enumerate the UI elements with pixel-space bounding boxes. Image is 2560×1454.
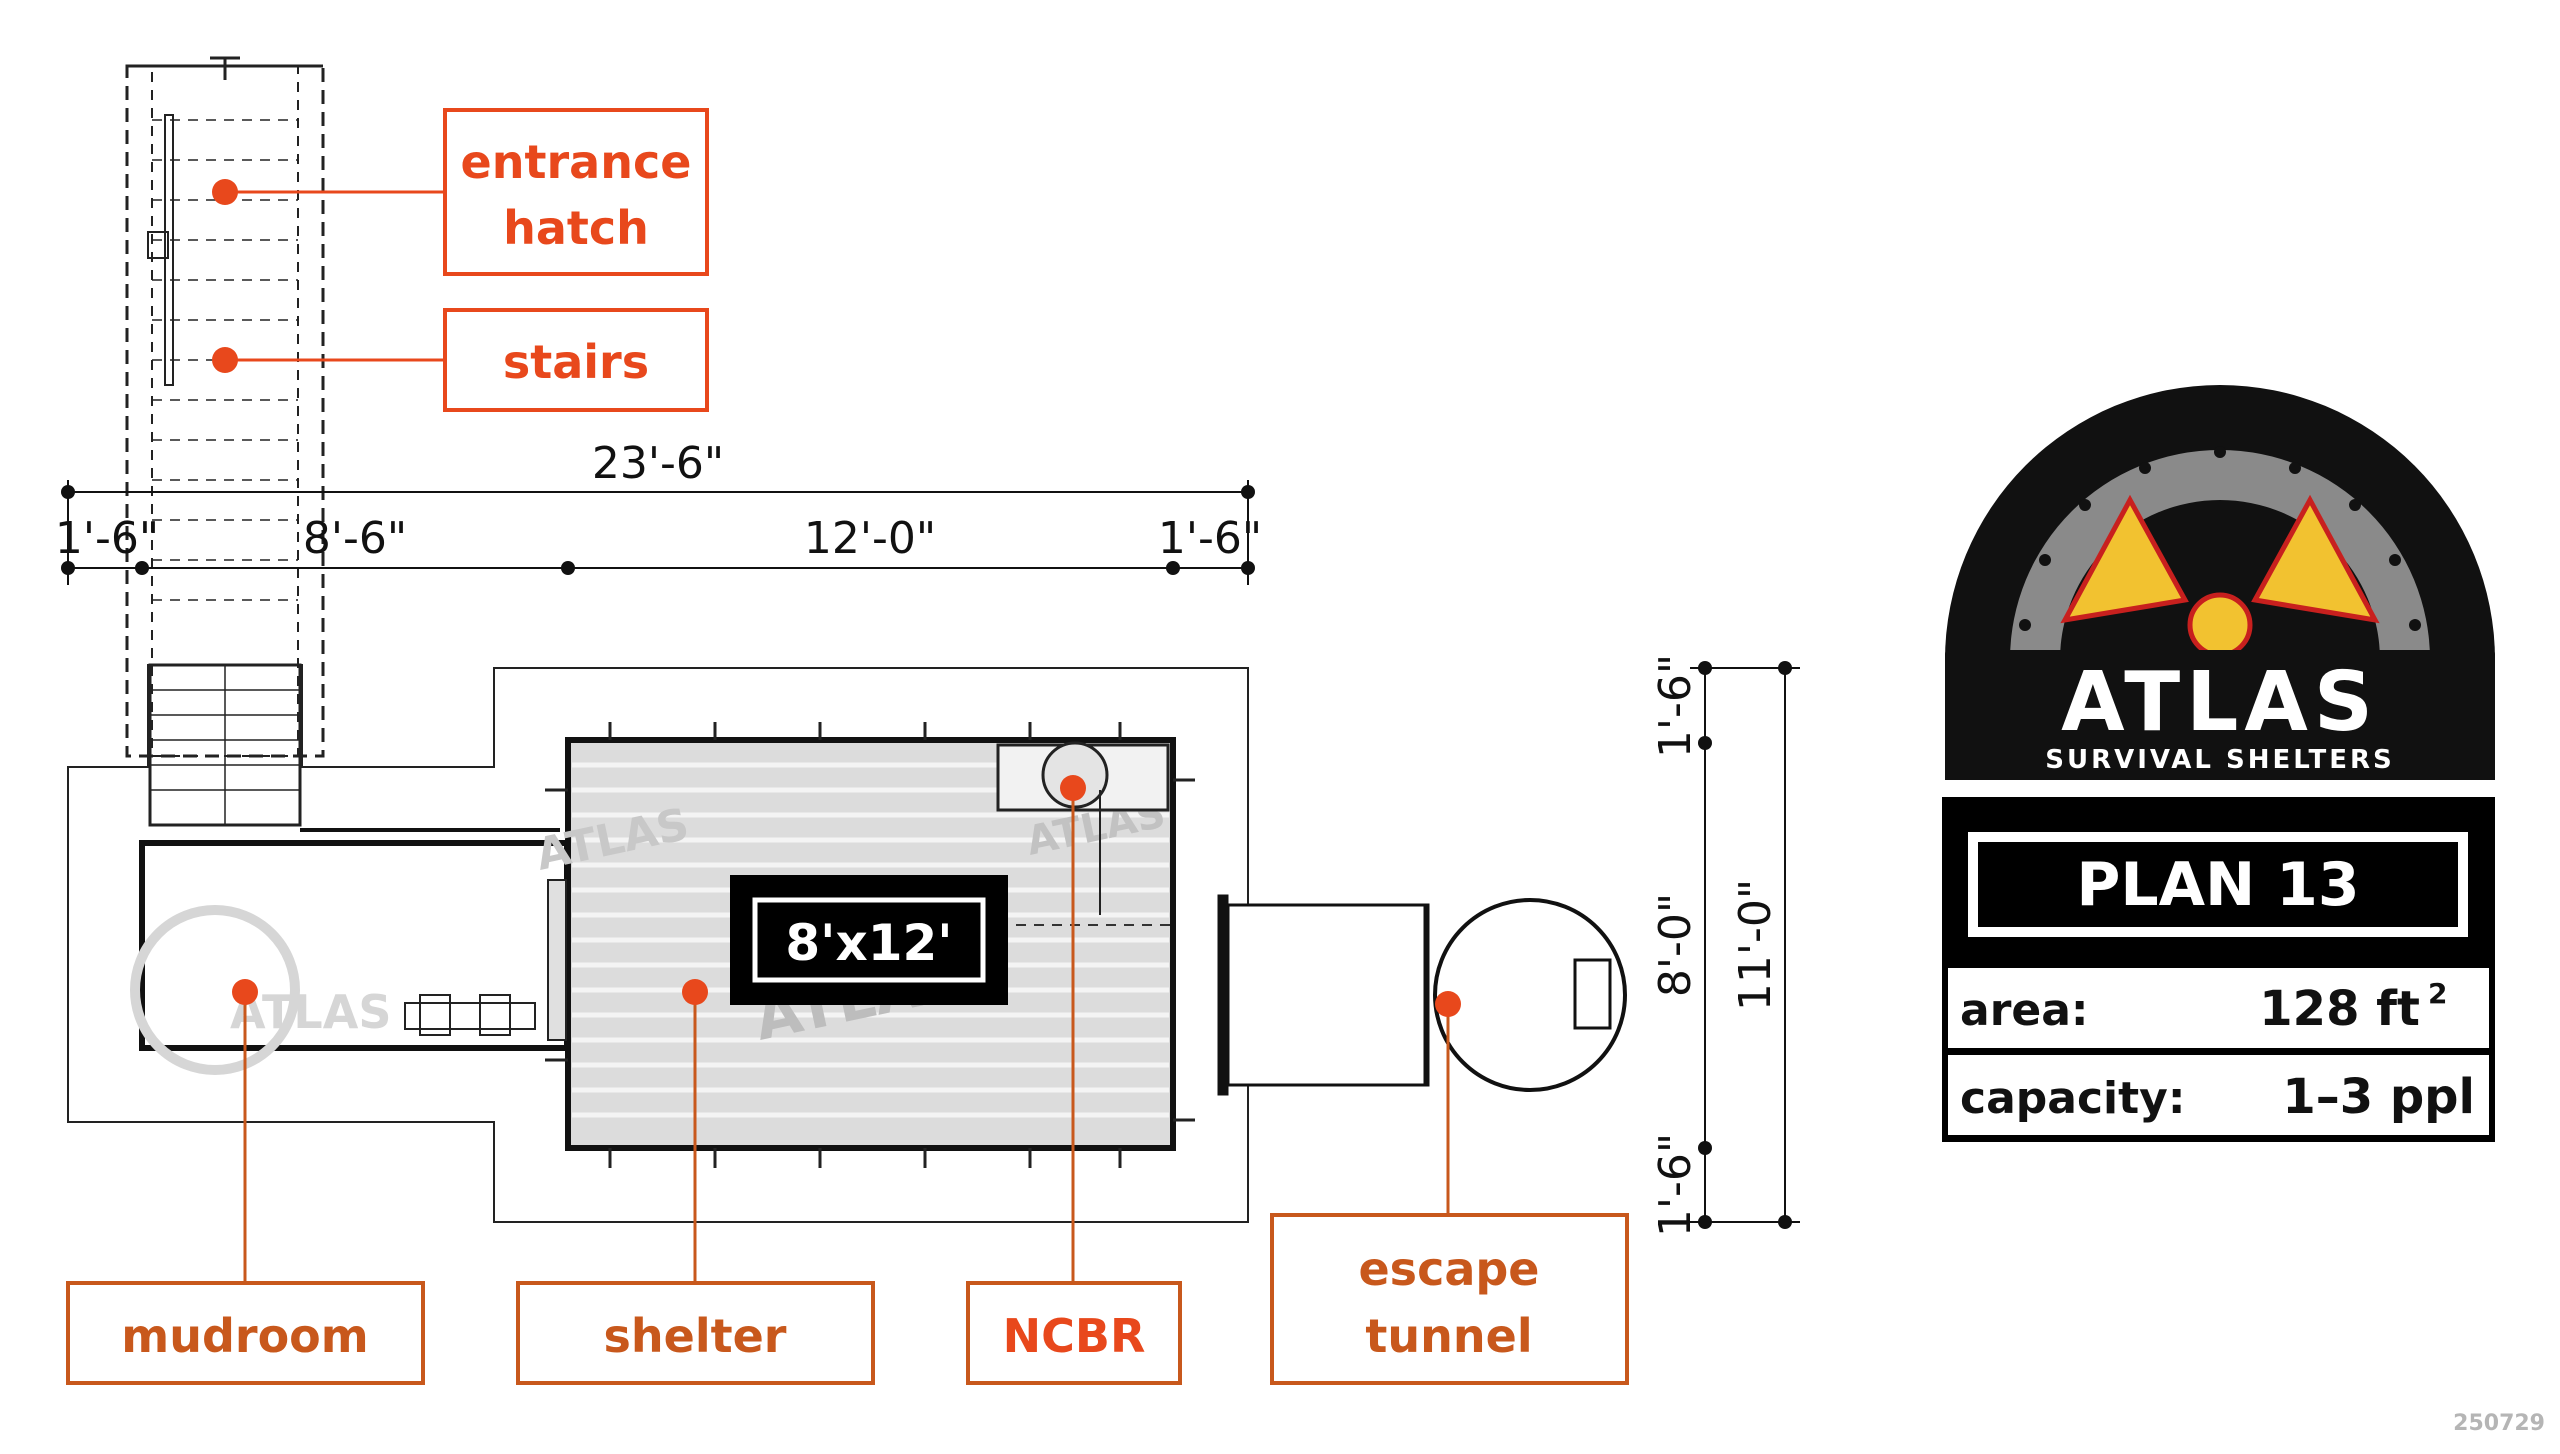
stairwell [125,56,325,827]
label-stairs: stairs [443,308,709,412]
dim-seg-1: 1'-6" [55,513,159,564]
vertical-dimensions [1690,661,1800,1229]
dim-vert-total: 11'-0" [1730,879,1781,1011]
dim-vert-bottom: 1'-6" [1650,1133,1701,1237]
horizontal-dimensions [61,480,1255,585]
dim-seg-2: 8'-6" [303,513,407,564]
label-shelter-text: shelter [604,1309,787,1363]
plan-info-panel: PLAN 13 area: 128 ft 2 capacity: 1–3 ppl [1942,797,2495,1142]
site-outline [67,664,1249,1223]
area-label: area: [1960,985,2089,1036]
label-escape-tunnel-line1: escape [1358,1242,1539,1296]
atlas-logo: ATLAS SURVIVAL SHELTERS [1945,385,2495,780]
logo-tagline-text: SURVIVAL SHELTERS [2045,745,2395,775]
label-mudroom: mudroom [66,1281,425,1385]
label-shelter: shelter [516,1281,875,1385]
logo-brand-text: ATLAS [2061,655,2379,750]
room-size-text: 8'x12' [785,914,952,972]
area-value: 128 ft [2259,981,2420,1037]
mudroom-room: ATLAS [130,828,570,1075]
label-entrance-hatch-line2: hatch [503,201,649,255]
footer-code: 250729 [2453,1411,2545,1436]
label-entrance-hatch: entrance hatch [443,108,709,276]
area-unit-superscript: 2 [2428,977,2447,1010]
plan-title: PLAN 13 [2076,850,2359,920]
room-size-tag: 8'x12' [730,875,1008,1005]
escape-tunnel-structure [1217,894,1627,1096]
dim-vert-top: 1'-6" [1650,654,1701,758]
dim-seg-4: 1'-6" [1158,513,1262,564]
callout-leaders [212,179,1461,1283]
label-entrance-hatch-line1: entrance [461,135,692,189]
label-escape-tunnel: escape tunnel [1270,1213,1629,1385]
dim-total-length: 23'-6" [592,438,724,489]
label-mudroom-text: mudroom [121,1309,368,1363]
label-ncbr: NCBR [966,1281,1182,1385]
dim-seg-3: 12'-0" [804,513,936,564]
label-ncbr-text: NCBR [1003,1309,1146,1363]
capacity-value: 1–3 ppl [2282,1069,2475,1125]
dim-vert-mid: 8'-0" [1650,893,1701,997]
label-stairs-text: stairs [503,335,649,389]
label-escape-tunnel-line2: tunnel [1365,1309,1532,1363]
capacity-label: capacity: [1960,1073,2185,1124]
